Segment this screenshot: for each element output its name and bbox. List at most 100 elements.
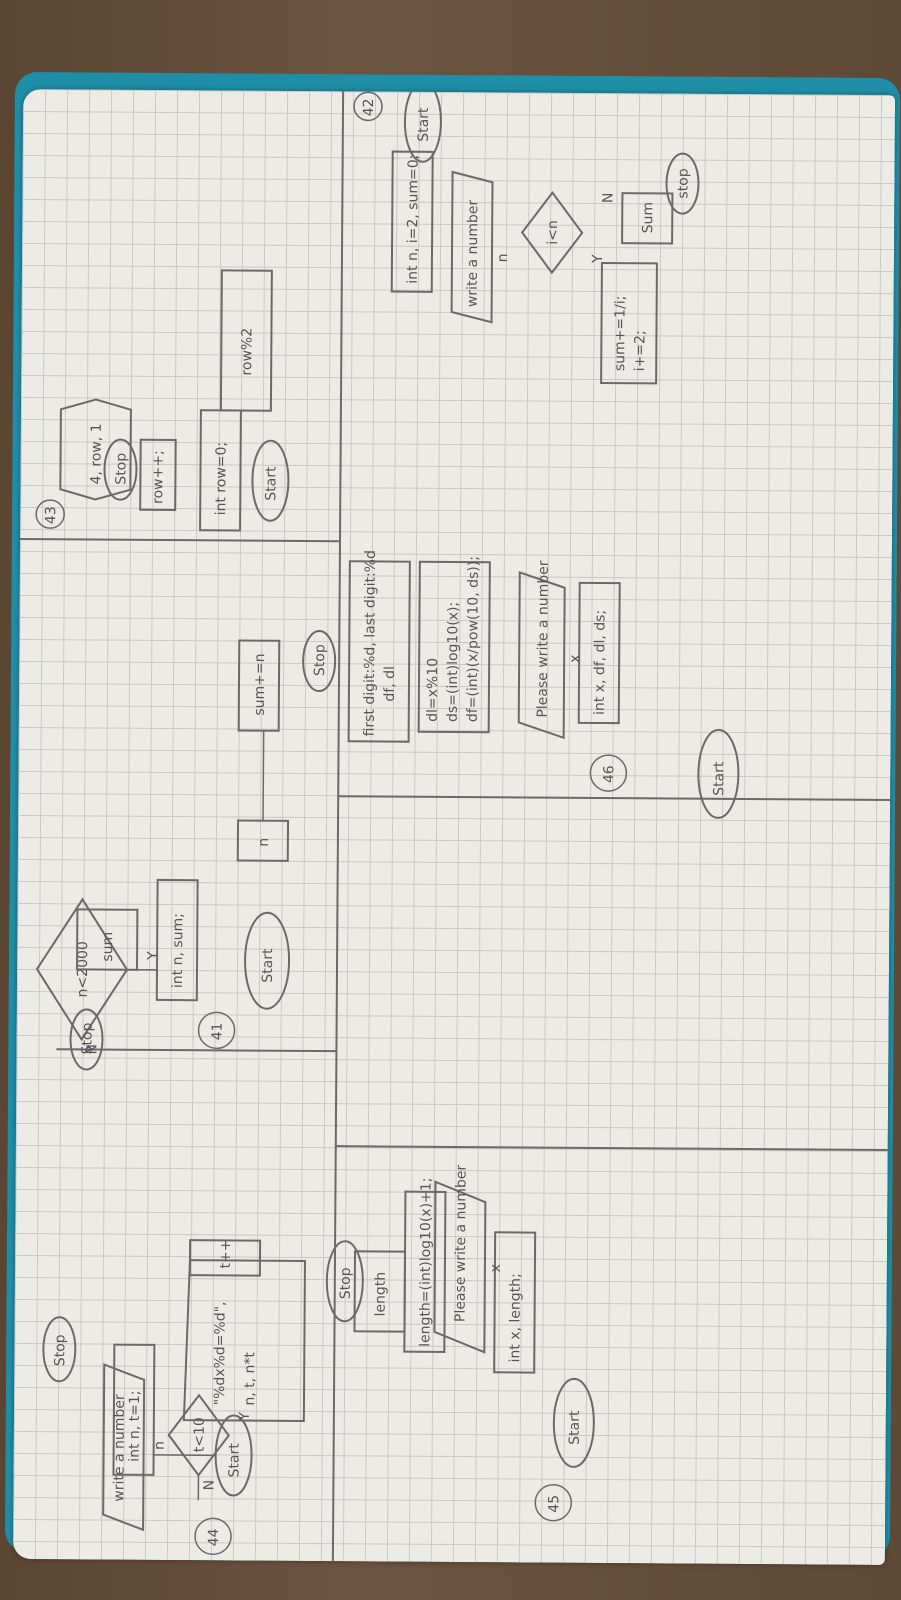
output-46 <box>347 560 411 743</box>
label-43: 43 <box>43 506 59 524</box>
calc-45-text: length=(int)log10(x)+1; <box>417 1177 434 1346</box>
input-45 <box>433 1180 487 1354</box>
inc-44 <box>188 1239 262 1277</box>
flowchart-44: 44 Start int n, t=1; write a number n t<… <box>42 1239 306 1556</box>
assign-41 <box>237 639 281 732</box>
flowchart-drawing: 44 Start int n, t=1; write a number n t<… <box>19 88 891 1562</box>
decision-41-no: N <box>84 1044 100 1055</box>
input-45-text: Please write a number <box>453 1165 470 1323</box>
divider-bottom-right <box>338 795 891 802</box>
decision-42-text: i<n <box>545 220 561 245</box>
calc-46 <box>417 560 491 734</box>
input-41 <box>236 819 290 862</box>
flowchart-46: 46 Start int x, df, dl, ds; Please write… <box>302 550 740 819</box>
stop-42-label: stop <box>675 168 691 198</box>
stop-45-label: Stop <box>338 1267 354 1299</box>
start-46 <box>697 728 740 819</box>
output-45-text: length <box>373 1272 389 1317</box>
decl-44 <box>112 1343 156 1476</box>
divider-top-right <box>19 537 340 543</box>
decision-44-yes: Y <box>237 1411 253 1421</box>
output-44-line1: "%dx%d=%d", <box>212 1301 229 1405</box>
label-44: 44 <box>206 1528 222 1546</box>
output-41-text: sum <box>100 932 116 962</box>
calc-46-line3: df=(int)(x/pow(10, ds)); <box>465 556 482 722</box>
label-46: 46 <box>601 765 617 783</box>
input-46-text: Please write a number <box>535 560 552 718</box>
inc-44-text: t++ <box>218 1239 234 1268</box>
stop-46-label: Stop <box>312 644 328 676</box>
label-42: 42 <box>361 99 377 117</box>
inc-43 <box>139 438 177 512</box>
input-42-text: write a number <box>465 200 482 308</box>
decision-41-yes: Y <box>145 951 161 961</box>
stop-41 <box>69 1008 104 1071</box>
output-45 <box>353 1250 407 1333</box>
decl-44-text: int n, t=1; <box>127 1390 143 1461</box>
flowchart-41: 41 Start int n, sum; n<2000 Y N n sum+=n… <box>35 639 291 1071</box>
inc-43-text: row++; <box>150 450 166 504</box>
label-circle-46 <box>589 754 628 792</box>
label-circle-44 <box>194 1517 232 1556</box>
input-42-var: n <box>495 253 511 262</box>
decision-42 <box>520 191 584 275</box>
input-46 <box>517 571 566 740</box>
divider-top-left <box>56 1048 337 1053</box>
input-44-text: write a number <box>111 1394 128 1502</box>
output-41 <box>75 908 139 971</box>
stop-43 <box>103 438 138 501</box>
flowchart-45: 45 Start int x, length; Please write a n… <box>325 1165 595 1522</box>
decision-44 <box>167 1393 230 1477</box>
decl-46 <box>577 581 621 725</box>
arrow-41-b <box>262 730 265 821</box>
label-circle-43 <box>35 499 65 529</box>
input-45-var: x <box>488 1264 504 1272</box>
label-circle-42 <box>353 91 383 122</box>
body-42-line1: sum+=1/i; <box>612 296 629 372</box>
calc-46-line1: dl=x%10 <box>425 658 441 722</box>
flowchart-43: 43 Start int row=0; row++; 4, row, 1 row… <box>35 269 290 532</box>
decision-44-no: N <box>201 1480 217 1491</box>
input-42 <box>450 170 494 324</box>
output-43 <box>219 269 273 412</box>
loop-43-text: 4, row, 1 <box>88 423 104 484</box>
flowchart-sheet: 44 Start int n, t=1; write a number n t<… <box>13 88 895 1565</box>
start-43-label: Start <box>263 466 279 501</box>
start-42 <box>403 88 442 163</box>
flowchart-42: 42 Start int n, i=2, sum=0; write a numb… <box>353 88 700 385</box>
input-44 <box>102 1363 146 1532</box>
decl-42 <box>390 150 434 293</box>
decision-42-yes: Y <box>590 254 606 264</box>
start-45-label: Start <box>567 1410 583 1445</box>
decl-41-text: int n, sum; <box>170 913 187 988</box>
label-41: 41 <box>210 1022 226 1040</box>
decl-45 <box>493 1231 537 1374</box>
body-42 <box>600 262 658 385</box>
decl-43-text: int row=0; <box>213 442 230 516</box>
stop-44-label: Stop <box>52 1334 68 1366</box>
assign-41-text: sum+=n <box>252 653 268 715</box>
start-42-label: Start <box>416 107 432 142</box>
stop-41-label: Stop <box>79 1022 95 1054</box>
output-42-text: Sum <box>640 202 656 234</box>
decision-42-no: N <box>600 193 616 204</box>
decision-44-text: t<10 <box>192 1417 208 1452</box>
output-43-text: row%2 <box>239 328 255 376</box>
input-46-var: x <box>567 654 583 662</box>
stop-42 <box>665 152 700 215</box>
loop-43 <box>59 398 132 501</box>
start-41-label: Start <box>260 948 276 983</box>
decl-46-text: int x, df, dl, ds; <box>592 610 609 715</box>
grid-paper-page: 44 Start int n, t=1; write a number n t<… <box>12 88 896 1566</box>
body-42-line2: i+=2; <box>632 330 648 371</box>
decl-45-text: int x, length; <box>507 1273 524 1362</box>
output-42 <box>621 192 674 245</box>
input-44-var: n <box>152 1441 168 1450</box>
calc-46-line2: ds=(int)log10(x); <box>445 602 462 722</box>
start-41 <box>244 911 291 1010</box>
output-44-line2: n, t, n*t <box>242 1351 258 1405</box>
output-46-line2: df, dl <box>382 666 398 702</box>
output-44 <box>182 1259 306 1422</box>
stop-44 <box>42 1316 77 1383</box>
label-circle-41 <box>197 1011 236 1050</box>
